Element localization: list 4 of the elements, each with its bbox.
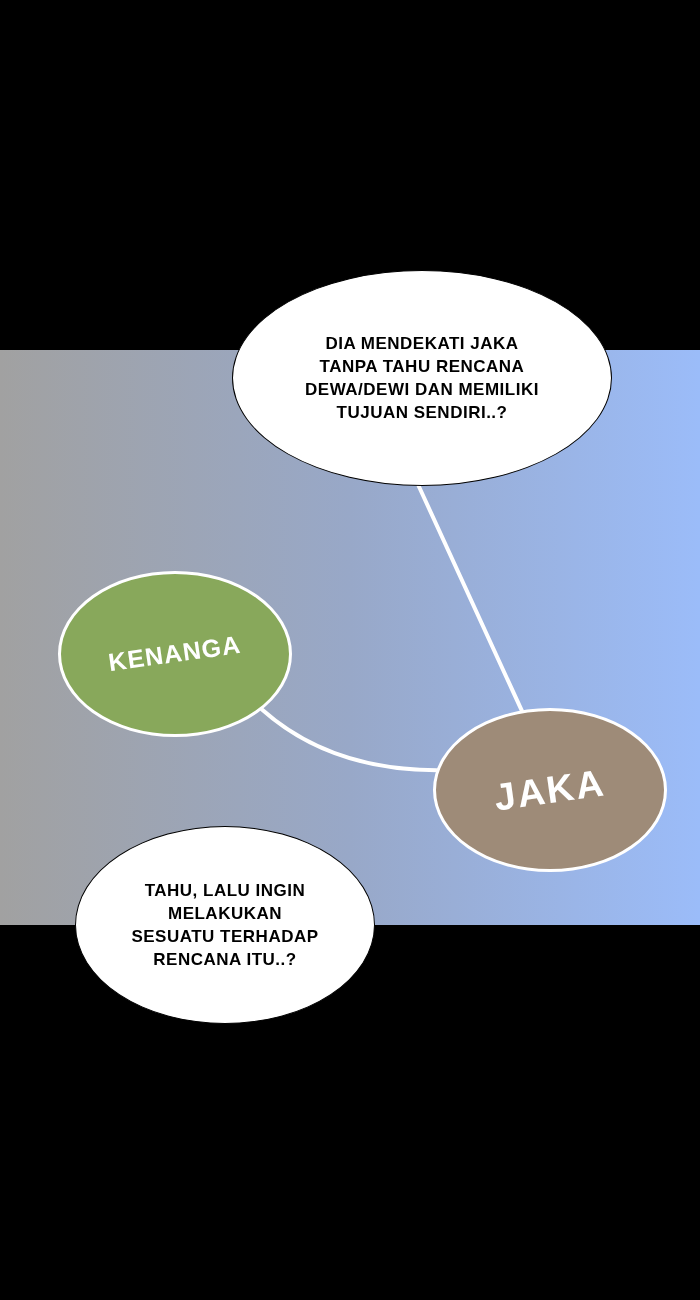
- bubble-text: TAHU, LALU INGIN MELAKUKAN SESUATU TERHADAP RENCANA ITU..?: [130, 880, 320, 971]
- node-label: KENANGA: [106, 629, 244, 679]
- node-label: JAKA: [490, 759, 610, 821]
- bubble-text: DIA MENDEKATI JAKA TANPA TAHU RENCANA DEWA/DEWI DAN MEMILIKI TUJUAN SENDIRI..?: [304, 333, 540, 424]
